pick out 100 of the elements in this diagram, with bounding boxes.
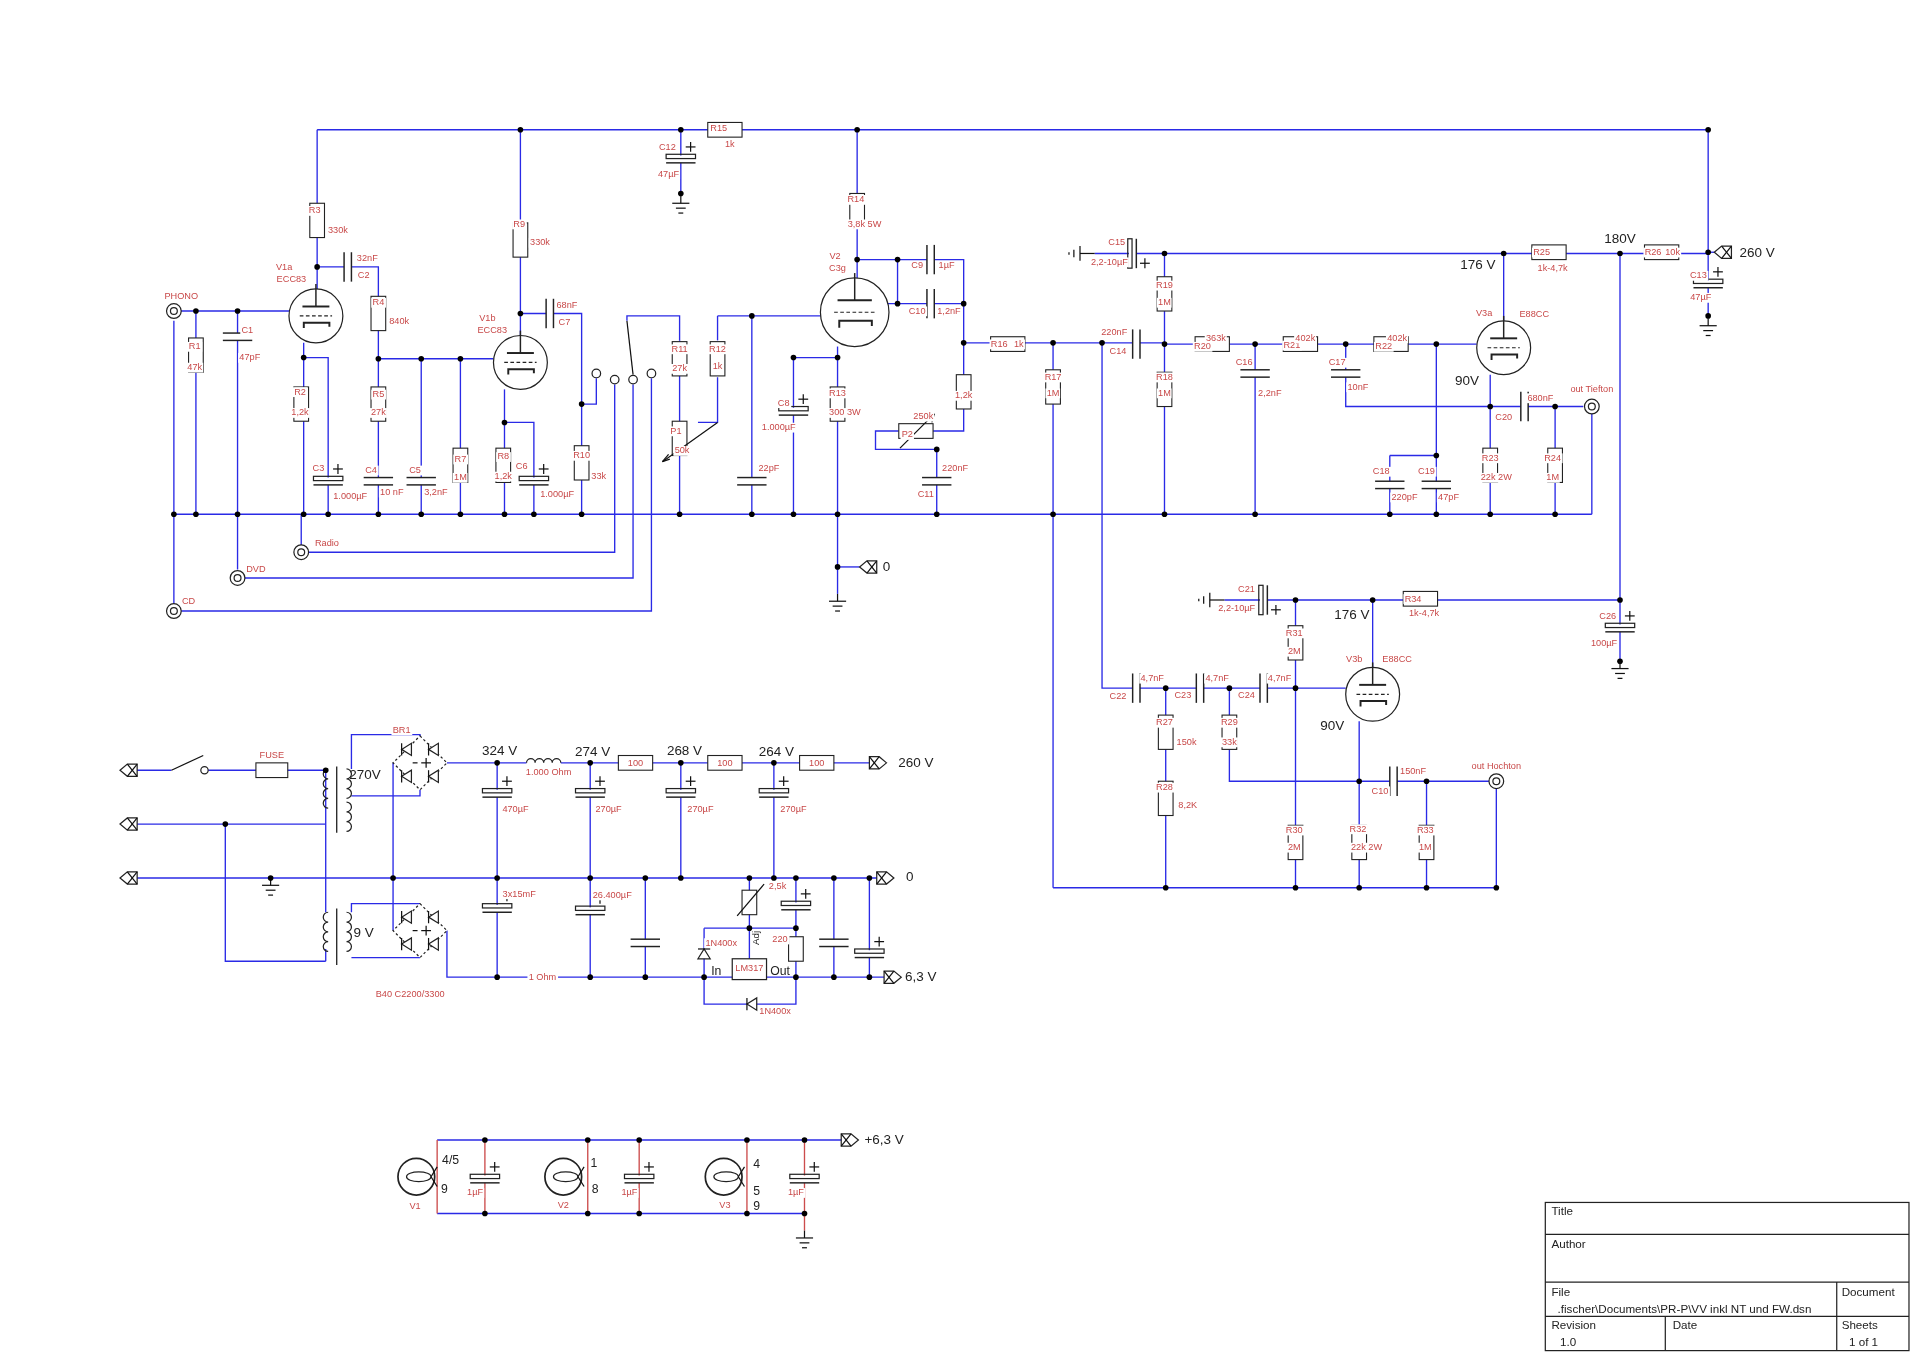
voltage-label: 274 V (575, 745, 611, 759)
voltage-label: 264 V (758, 745, 794, 759)
component-label: 1k-4,7k (1407, 608, 1441, 619)
component-label: 150k (1175, 737, 1198, 747)
component-label: C6 (514, 461, 529, 472)
component-label: R19 (1154, 280, 1175, 290)
component-label: C7 (557, 317, 572, 327)
component-label: R7 (453, 454, 468, 464)
component-label: V1 (408, 1201, 422, 1211)
component-label: R27 (1154, 717, 1175, 728)
component-label: 2,2nF (1256, 388, 1283, 398)
component-label: C8 (776, 398, 791, 408)
component-label: R30 (1284, 825, 1304, 835)
component-label: LM317 (734, 964, 765, 974)
component-label: 1N400x (758, 1006, 793, 1016)
component-label: 270µF (686, 804, 715, 814)
voltage-label: 176 V (1334, 607, 1370, 622)
component-label: P1 (669, 426, 683, 436)
voltage-label: 6,3 V (905, 970, 937, 984)
component-label: 100 (716, 758, 734, 768)
component-label: PHONO (163, 291, 200, 301)
component-label: R5 (371, 389, 386, 399)
component-label: C22 (1108, 692, 1128, 702)
component-label: B40 C2200/3300 (374, 989, 446, 999)
component-label: 4,7nF (1139, 673, 1166, 683)
component-label: 10nF (1346, 382, 1370, 392)
component-label: V1a (274, 262, 294, 272)
pin-label: 9 (753, 1200, 761, 1213)
component-label: V3 (718, 1200, 732, 1210)
component-label: 1µF (620, 1188, 639, 1198)
component-label: R15 (709, 124, 729, 134)
component-label: C1 (240, 326, 255, 336)
voltage-label: 176 V (1460, 257, 1496, 272)
component-label: C10 (1370, 786, 1390, 796)
component-label: out Hochton (1470, 761, 1523, 772)
component-label: out Tiefton (1569, 384, 1615, 394)
component-label: 1µF (465, 1188, 485, 1198)
component-label: 50k (673, 446, 691, 456)
pin-label: 8 (591, 1182, 599, 1196)
component-label: CD (180, 596, 197, 606)
component-label: C12 (657, 142, 677, 152)
title-block-text: Date (1672, 1319, 1698, 1331)
title-block-text: Document (1841, 1286, 1895, 1298)
component-label: ECC83 (476, 326, 509, 336)
component-label: 1k (1012, 339, 1025, 349)
component-label: 220nF (940, 463, 970, 473)
component-label: R10 (572, 450, 592, 461)
component-label: C15 (1107, 237, 1127, 248)
component-label: C21 (1236, 584, 1257, 594)
component-label: 220pF (1390, 492, 1419, 502)
component-label: 22pF (757, 463, 781, 473)
component-label: R1 (187, 341, 202, 352)
component-label: 1M (452, 472, 468, 483)
component-label: 1 Ohm (527, 972, 558, 982)
component-label: 220 (771, 934, 789, 944)
voltage-label: 180V (1604, 232, 1636, 246)
pin-label: Adj (751, 930, 762, 946)
component-label: R12 (707, 344, 728, 354)
component-label: 1µF (937, 261, 956, 271)
component-label: 47pF (238, 352, 262, 363)
component-label: 1k (711, 361, 724, 371)
component-label: Radio (313, 539, 341, 549)
component-label: 250k (912, 411, 935, 421)
component-label: R34 (1403, 594, 1423, 604)
component-label: 33k (1220, 737, 1238, 747)
component-label: 1,2k (953, 390, 974, 401)
component-label: 47k (186, 362, 204, 372)
component-label: 47µF (656, 169, 681, 179)
pin-label: 1 (590, 1157, 598, 1170)
title-block-text: .fischer\Documents\PR-P\VV inkl NT und FW.dsn (1557, 1303, 1812, 1315)
component-label: 3x15mF (501, 889, 537, 899)
component-label: C18 (1371, 466, 1391, 476)
title-block-text: 1 of 1 (1849, 1336, 1879, 1348)
voltage-label: 268 V (666, 743, 703, 758)
component-label: V2 (556, 1200, 571, 1210)
component-label: 470µF (501, 804, 530, 814)
component-label: C13 (1688, 270, 1708, 281)
component-label: 100 (626, 758, 645, 768)
component-label: R8 (496, 452, 511, 462)
component-label: R16 (989, 339, 1009, 349)
component-label: C16 (1234, 357, 1254, 368)
component-label: V1b (477, 313, 497, 323)
component-label: 1k (723, 139, 736, 150)
component-label: C5 (408, 465, 423, 475)
component-label: V3a (1474, 308, 1494, 319)
component-label: E88CC (1381, 654, 1414, 664)
component-label: 22k 2W (1479, 472, 1514, 483)
title-block-text: Title (1551, 1205, 1573, 1217)
component-label: V3b (1344, 654, 1364, 664)
component-label: R25 (1532, 247, 1552, 257)
component-label: 1.000µF (539, 490, 576, 500)
pin-label: In (711, 964, 722, 978)
component-label: 2M (1286, 842, 1302, 852)
component-label: R2 (292, 387, 308, 397)
component-label: 10 nF (378, 487, 405, 497)
voltage-label: 9 V (353, 926, 374, 940)
component-label: 220nF (1100, 327, 1129, 337)
component-label: P2 (900, 430, 915, 440)
component-label: 1µF (786, 1188, 806, 1198)
component-label: E88CC (1518, 310, 1551, 320)
